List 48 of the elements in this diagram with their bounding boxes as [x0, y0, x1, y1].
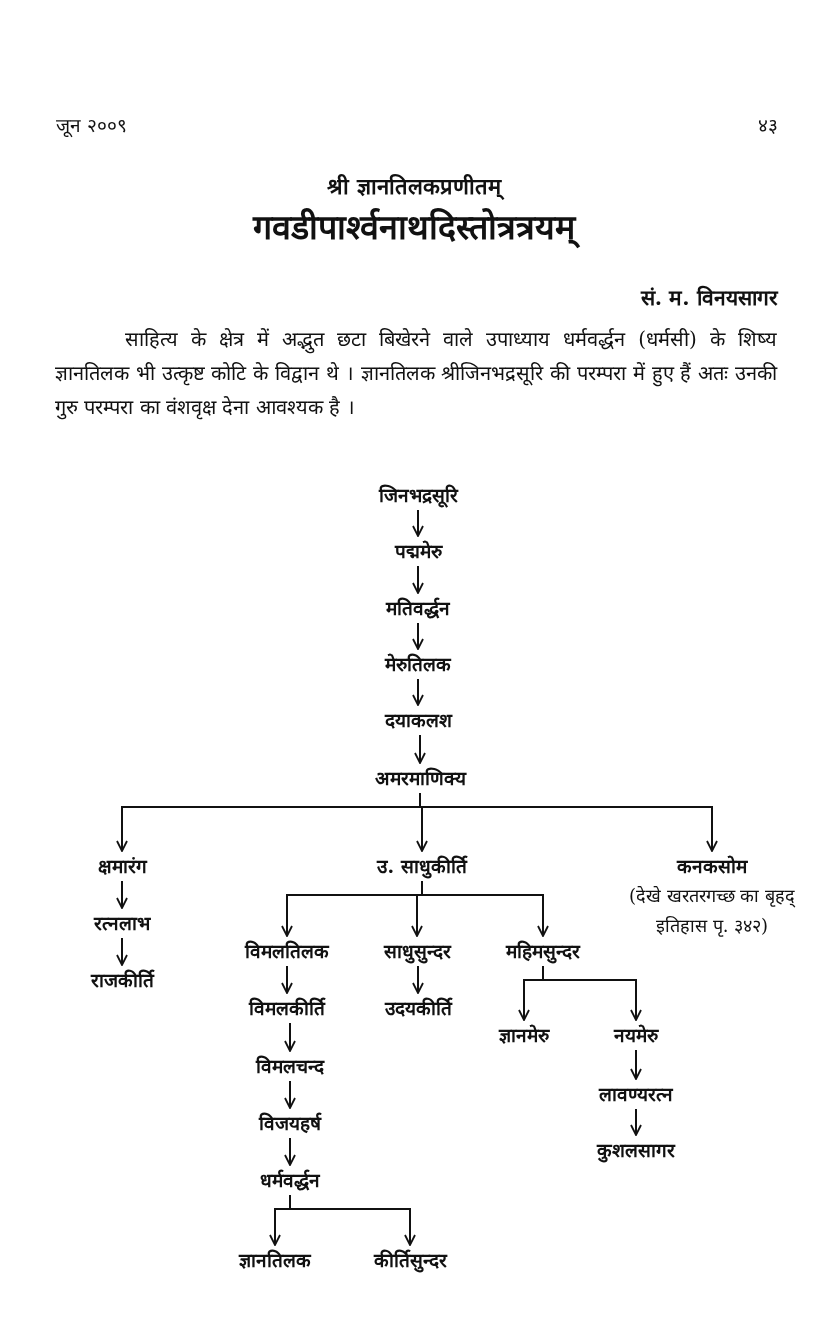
subtitle: श्री ज्ञानतिलकप्रणीतम्: [0, 170, 828, 200]
name-label: दयाकलश: [384, 707, 452, 733]
arrow: [412, 565, 424, 594]
name-label: अमरमाणिक्य: [374, 765, 466, 791]
arrow: [284, 1022, 296, 1052]
arrow: [414, 734, 426, 764]
name-label: क्षमारंग: [97, 853, 147, 879]
arrow: [116, 937, 128, 966]
arrow: [412, 622, 424, 650]
name-label: विमलतिलक: [245, 938, 329, 964]
name-label: उ. साधुकीर्ति: [377, 853, 467, 879]
title: गवडीपार्श्वनाथदिस्तोत्रत्रयम्: [0, 205, 828, 249]
name-label: धर्मवर्द्धन: [260, 1167, 320, 1193]
name-label: ज्ञानमेरु: [499, 1022, 549, 1048]
name-label: उदयकीर्ति: [384, 995, 452, 1021]
arrow: [630, 1108, 642, 1136]
name-label: कीर्तिसुन्दर: [373, 1247, 447, 1273]
name-label: मतिवर्द्धन: [386, 595, 450, 621]
page-number: ४३: [758, 113, 778, 138]
arrow: [412, 965, 424, 994]
name-label: राजकीर्ति: [90, 967, 154, 993]
arrow: [419, 792, 718, 852]
name-label: रत्नलाभ: [94, 910, 150, 936]
name-label: विमलचन्द: [256, 1053, 324, 1079]
page-date: जून २००९: [56, 113, 128, 138]
name-label: विजयहर्ष: [259, 1110, 321, 1136]
arrow: [281, 965, 293, 994]
name-label: पद्ममेरु: [394, 538, 442, 564]
arrow: [284, 1080, 296, 1109]
editor-name: सं. म. विनयसागर: [640, 284, 778, 311]
name-label: ज्ञानतिलक: [239, 1247, 311, 1273]
name-label: मेरुतिलक: [385, 651, 451, 677]
arrow: [116, 880, 128, 909]
arrow: [542, 965, 642, 1021]
name-label: जिनभद्रसूरि: [378, 482, 458, 508]
paragraph: साहित्य के क्षेत्र में अद्भुत छटा बिखेरने वाले उपाध्याय धर्मवर्द्धन (धर्मसी) के शिष्य ज्ञानतिलक भी उत्कृष्ट कोटि के विद्वान थे । ज्ञानतिलक श्रीजिनभद्रसूरि की परम्परा में हुए हैं अतः उनकी गुरु परम्परा का वंशवृक्ष देना आवश्यक है ।: [55, 326, 777, 422]
arrow: [412, 678, 424, 706]
name-label: महिमसुन्दर: [506, 938, 580, 964]
name-label: नयमेरु: [614, 1022, 658, 1048]
name-label: कुशलसागर: [597, 1137, 675, 1163]
name-label: लावण्यरत्न: [599, 1081, 673, 1107]
arrow: [630, 1049, 642, 1080]
name-label: विमलकीर्ति: [249, 995, 325, 1021]
arrow: [412, 509, 424, 537]
reference-note: (देखे खरतरगच्छ का बृहद् इतिहास पृ. ३४२): [627, 884, 797, 939]
arrow: [284, 1137, 296, 1166]
name-label: कनकसोम: [675, 854, 749, 879]
name-label: साधुसुन्दर: [383, 938, 451, 964]
